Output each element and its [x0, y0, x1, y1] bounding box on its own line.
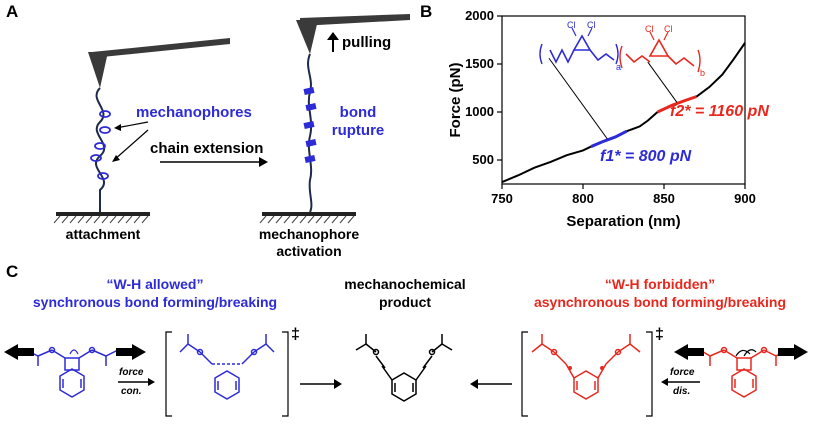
series-line-4 — [695, 42, 746, 98]
x-axis-label: Separation (nm) — [566, 213, 680, 230]
pulling-arrow — [327, 32, 339, 52]
y-tick-label: 1500 — [465, 56, 494, 71]
mechanophores-label: mechanophores — [136, 104, 252, 121]
structure-cl-1: Cl — [567, 20, 576, 30]
red-reactant — [699, 346, 787, 398]
structure-cl-2: Cl — [587, 20, 596, 30]
mechanophore-arrow-1 — [115, 121, 149, 129]
force-dis-label-1: force — [670, 367, 695, 378]
structure-cl-3: Cl — [645, 24, 654, 34]
series-line-2 — [626, 111, 659, 133]
x-tick-label: 900 — [734, 191, 756, 206]
dagger-blue-ts: ‡ — [291, 326, 300, 343]
blue-ts-bracket — [165, 331, 289, 417]
f2-annotation: f2* = 1160 pN — [670, 103, 769, 120]
red-transition-state — [531, 334, 641, 400]
allowed-subtitle: synchronous bond forming/breaking — [32, 294, 278, 310]
product-title-line1: mechanochemical — [344, 276, 466, 292]
force-con-label-2: con. — [121, 386, 142, 397]
forbidden-subtitle: asynchronous bond forming/breaking — [533, 294, 787, 310]
force-dis-label-2: dis. — [673, 386, 691, 397]
panel-label-a: A — [6, 2, 19, 21]
forbidden-title: “W-H forbidden” — [604, 276, 716, 292]
x-tick-label: 750 — [491, 191, 513, 206]
left-surface-hatch — [53, 215, 149, 224]
series-line-3 — [656, 95, 697, 114]
right-ruptured-mechanophores — [303, 87, 317, 163]
panel-c-scheme — [4, 331, 808, 417]
attachment-label: attachment — [65, 226, 141, 242]
pointer-arrow-red — [647, 61, 678, 103]
product-molecule — [355, 334, 453, 402]
electron-curved-arrows — [735, 349, 757, 357]
activation-label-line2: activation — [276, 243, 342, 259]
dagger-red-ts: ‡ — [655, 326, 664, 343]
panel-label-c: C — [6, 262, 19, 281]
f1-annotation: f1* = 800 pN — [600, 148, 692, 165]
red-ts-bracket — [521, 331, 653, 417]
x-tick-label: 800 — [572, 191, 594, 206]
y-tick-label: 1000 — [465, 104, 494, 119]
left-surface — [56, 212, 150, 216]
blue-transition-state — [179, 334, 275, 400]
structure-cl-4: Cl — [664, 24, 673, 34]
right-surface-hatch — [259, 215, 355, 224]
blue-reactant — [25, 346, 119, 398]
series-line-0 — [501, 145, 592, 184]
right-polymer-chain — [307, 53, 313, 213]
left-polymer-chain — [94, 87, 106, 212]
x-tick-label: 850 — [653, 191, 675, 206]
activation-label-line1: mechanophore — [258, 226, 360, 242]
structure-subscript-b: b — [700, 68, 706, 78]
y-tick-label: 500 — [472, 152, 494, 167]
right-pull-arrows — [674, 344, 808, 360]
polymer-structure-inset — [539, 27, 701, 73]
left-pull-arrows — [4, 344, 146, 360]
mechanophore-arrow-2 — [113, 129, 149, 161]
allowed-title: “W-H allowed” — [106, 276, 204, 292]
left-cantilever — [88, 38, 230, 88]
pointer-arrow-blue — [548, 57, 608, 140]
right-cantilever — [296, 14, 410, 54]
right-surface — [262, 212, 356, 216]
pulling-label: pulling — [342, 34, 392, 51]
chain-extension-label: chain extension — [150, 140, 264, 157]
y-axis-label: Force (pN) — [447, 62, 464, 137]
left-mechanophores — [90, 110, 111, 180]
product-title-line2: product — [378, 294, 432, 310]
y-tick-label: 2000 — [465, 8, 494, 23]
series-line-1 — [590, 129, 628, 148]
bond-label: bond — [339, 104, 377, 121]
structure-subscript-a: a — [616, 62, 622, 72]
plot-frame — [501, 15, 746, 185]
panel-label-b: B — [420, 2, 433, 21]
rupture-label: rupture — [331, 122, 385, 139]
panel-a-illustration — [53, 14, 410, 224]
force-con-label-1: force — [119, 367, 144, 378]
